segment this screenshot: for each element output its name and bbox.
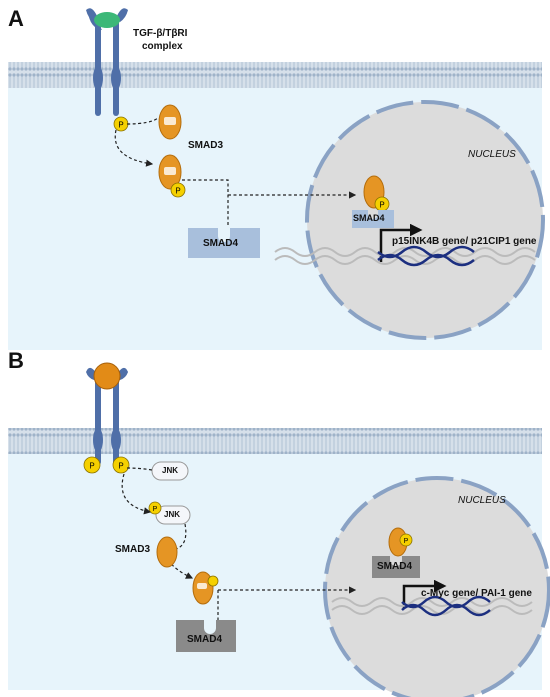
panel-b: P P P P [8, 362, 550, 697]
arrow-a-2 [114, 129, 154, 167]
ligand-b [93, 362, 121, 390]
promoter-arrow-a [379, 223, 423, 262]
membrane-b [8, 428, 542, 454]
panel-a-label: A [8, 6, 24, 31]
panel-a: P P P [8, 8, 545, 350]
receptor-a [86, 8, 128, 116]
arrow-a-1 [126, 117, 159, 125]
nucleus-label-b: NUCLEUS [458, 495, 506, 506]
dna-a [274, 245, 536, 267]
smad3-label-a: SMAD3 [188, 140, 224, 151]
jnk-box-2 [155, 505, 191, 525]
svg-text:P: P [404, 538, 409, 545]
nucleus-a [305, 100, 545, 340]
receptor-label: TGF-β/TβRI [133, 28, 188, 39]
nuclear-smad4-label-b: SMAD4 [377, 561, 413, 572]
arrow-a-3 [182, 179, 229, 226]
smad4-b [176, 620, 236, 652]
svg-text:P: P [89, 462, 94, 471]
receptor-b [86, 362, 128, 465]
nucleus-label-a: NUCLEUS [468, 149, 516, 160]
svg-text:P: P [175, 187, 180, 196]
nuclear-smad4-a [352, 210, 394, 228]
svg-text:P: P [153, 506, 158, 513]
gene-label-a: p15INK4B gene/ p21CIP1 gene [392, 236, 537, 247]
svg-text:P: P [118, 462, 123, 471]
jnk-box-1 [151, 461, 189, 481]
tgf-ligand [94, 12, 120, 28]
phospho-receptor-a-text: P [118, 121, 123, 130]
smad4-label-b: SMAD4 [187, 634, 223, 645]
gene-label-b: c-Myc gene/ PAI-1 gene [421, 588, 532, 599]
membrane-a [8, 62, 542, 88]
panel-b-label: B [8, 348, 24, 373]
svg-text:P: P [379, 201, 384, 210]
nuclear-smad4-label-a: SMAD4 [353, 213, 385, 223]
smad3-b [156, 536, 178, 568]
smad4-a [188, 228, 260, 258]
jnk-label-1: JNK [162, 466, 179, 475]
nuclear-smad4-b [372, 556, 420, 578]
receptor-label-2: complex [142, 41, 183, 52]
smad3-label-b: SMAD3 [115, 544, 151, 555]
smad4-label-a: SMAD4 [203, 238, 239, 249]
dna-b [331, 595, 533, 617]
jnk-label-2: JNK [164, 510, 181, 519]
